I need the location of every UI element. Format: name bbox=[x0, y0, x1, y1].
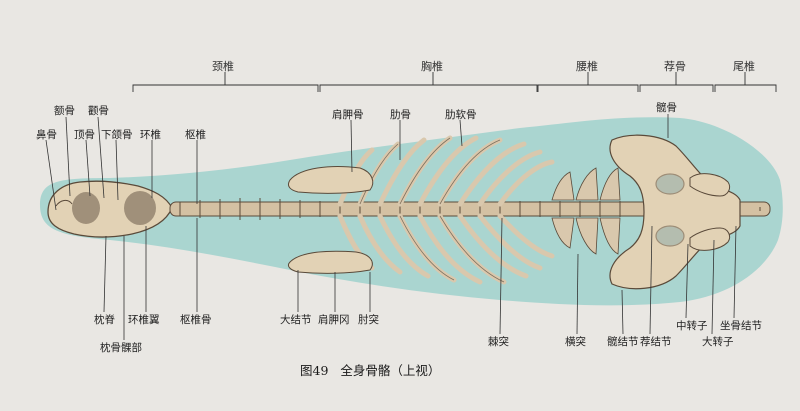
label-parietal: 顶骨 bbox=[74, 129, 95, 141]
leader-lines-bottom bbox=[103, 217, 737, 340]
lumbar-processes bbox=[551, 167, 621, 255]
label-transverse-process: 横突 bbox=[565, 336, 586, 348]
label-third-trochanter: 中转子 bbox=[676, 320, 708, 332]
label-occipital-condyle: 枕骨髁部 bbox=[100, 342, 142, 354]
label-zygomatic: 颧骨 bbox=[88, 105, 109, 117]
figure-caption: 图49 全身骨骼（上视） bbox=[300, 360, 452, 379]
label-ischial-tuber: 坐骨结节 bbox=[720, 320, 762, 332]
scapulae bbox=[287, 166, 374, 274]
femurs bbox=[689, 173, 731, 251]
label-nasal: 鼻骨 bbox=[36, 129, 57, 141]
label-thoracic: 胸椎 bbox=[421, 60, 443, 73]
figure-number: 图49 bbox=[300, 363, 329, 378]
label-ilium: 髋骨 bbox=[656, 102, 677, 114]
label-sacrum: 荐骨 bbox=[664, 60, 686, 73]
label-lumbar: 腰椎 bbox=[576, 60, 598, 73]
region-brackets bbox=[132, 72, 777, 92]
label-atlas-wing: 环椎翼 bbox=[128, 314, 160, 326]
label-occipital-crest: 枕脊 bbox=[94, 314, 115, 326]
label-costal-cartilage: 肋软骨 bbox=[445, 109, 477, 121]
figure-title: 全身骨骼（上视） bbox=[340, 363, 441, 378]
label-frontal: 额骨 bbox=[54, 105, 75, 117]
label-scapula: 肩胛骨 bbox=[332, 109, 364, 121]
label-greater-tubercle: 大结节 bbox=[280, 314, 312, 326]
label-axis: 枢椎 bbox=[185, 129, 206, 141]
label-atlas: 环椎 bbox=[140, 129, 161, 141]
pelvis bbox=[609, 134, 741, 290]
leader-lines-top bbox=[45, 114, 669, 211]
rib-outlines bbox=[359, 137, 505, 283]
label-rib: 肋骨 bbox=[390, 109, 411, 121]
skull bbox=[47, 180, 173, 238]
label-scapular-spine: 肩胛冈 bbox=[318, 314, 350, 326]
label-spinous-process: 棘突 bbox=[488, 336, 509, 348]
label-cervical: 颈椎 bbox=[212, 60, 234, 73]
label-greater-trochanter: 大转子 bbox=[702, 336, 734, 348]
label-olecranon: 肘突 bbox=[358, 314, 379, 326]
label-sacral-tuber: 荐结节 bbox=[640, 336, 672, 348]
label-mandible: 下颌骨 bbox=[101, 129, 133, 141]
label-caudal: 尾椎 bbox=[733, 60, 755, 73]
label-axis-bone: 枢椎骨 bbox=[180, 314, 212, 326]
label-tuber-coxae: 髋结节 bbox=[607, 336, 639, 348]
